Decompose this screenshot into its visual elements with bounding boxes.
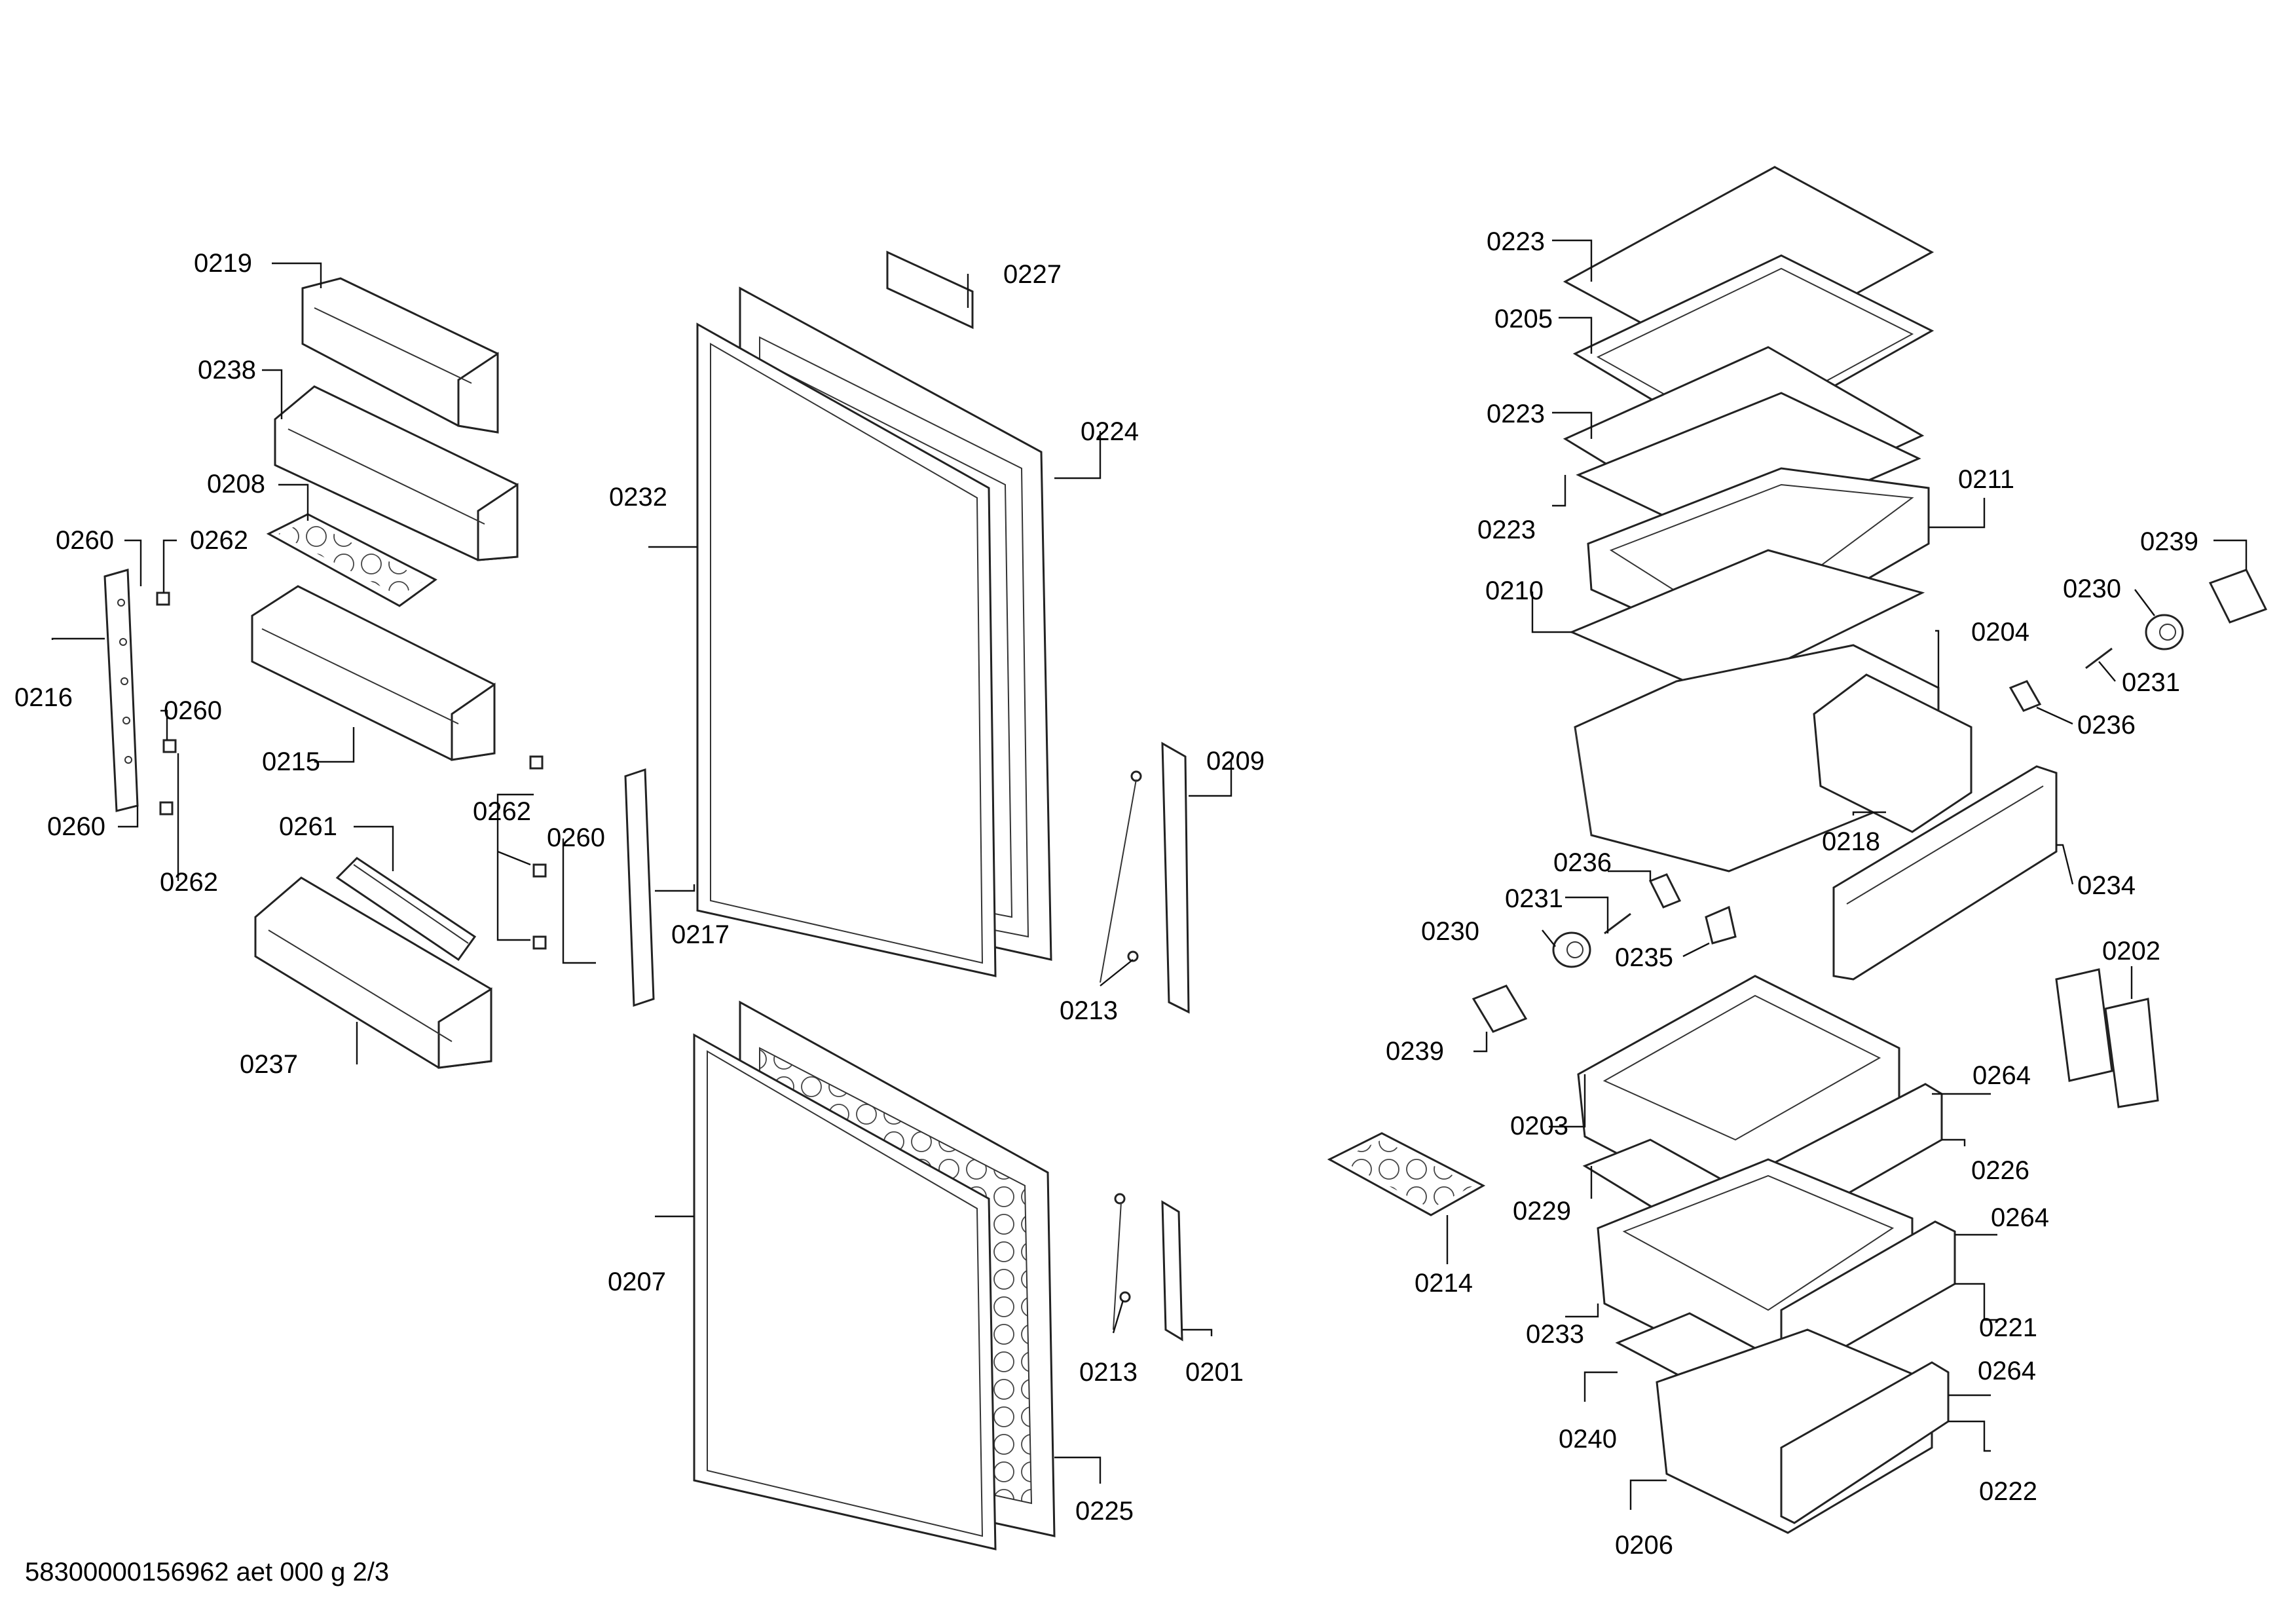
label-0208: 0208: [207, 470, 265, 498]
label-0239b: 0239: [1386, 1037, 1444, 1066]
label-0221: 0221: [1979, 1313, 2037, 1342]
label-0223c: 0223: [1477, 516, 1536, 544]
label-0209: 0209: [1206, 747, 1265, 776]
part-0202-cold-packs: [2055, 968, 2159, 1108]
part-0262-clips-middle: [529, 755, 547, 950]
label-0217: 0217: [671, 920, 730, 949]
label-0260b: 0260: [164, 696, 222, 725]
label-0216: 0216: [14, 683, 73, 712]
label-0231b: 0231: [1505, 884, 1563, 913]
label-0237: 0237: [240, 1050, 298, 1079]
part-0207-door-gasket: [693, 1033, 997, 1550]
label-0264a: 0264: [1972, 1061, 2031, 1090]
part-0231-pin-left: [1604, 912, 1631, 935]
part-0213-screws-upper: [1100, 770, 1142, 983]
label-0224: 0224: [1081, 417, 1139, 446]
part-0227-label: [886, 250, 974, 329]
part-0217-rail: [624, 768, 655, 1007]
label-0218: 0218: [1822, 827, 1880, 856]
label-0260a: 0260: [56, 526, 114, 555]
part-0230-roller-left: [1552, 931, 1591, 968]
part-0239-bracket-right: [2208, 569, 2268, 624]
label-0204: 0204: [1971, 618, 2029, 647]
part-0214-ice-tray: [1327, 1132, 1486, 1216]
label-0223a: 0223: [1487, 227, 1545, 256]
part-0216-rail: [103, 569, 139, 812]
part-0236-clip-left: [1648, 873, 1682, 909]
part-0206-drawer: [1656, 1328, 1933, 1534]
label-0232: 0232: [609, 483, 667, 512]
label-0231a: 0231: [2122, 668, 2180, 697]
label-0227: 0227: [1003, 260, 1062, 289]
label-0201: 0201: [1185, 1358, 1244, 1387]
label-0236a: 0236: [2077, 711, 2136, 740]
part-0218-box: [1813, 673, 1972, 833]
part-0219-bottle-holder: [301, 277, 499, 434]
label-0233: 0233: [1526, 1320, 1584, 1349]
label-0213b: 0213: [1079, 1358, 1138, 1387]
part-0208-egg-tray: [266, 513, 437, 607]
label-0215: 0215: [262, 747, 320, 776]
label-0229: 0229: [1513, 1197, 1571, 1226]
label-0214: 0214: [1415, 1269, 1473, 1298]
part-labels: 0219 0238 0208 0260 0262 0216 0260 0260 …: [14, 227, 2198, 1560]
part-0237-bottle-shelf: [254, 876, 492, 1069]
part-0210-glass: [1569, 549, 1925, 696]
part-0201-hinge-cover: [1161, 1200, 1183, 1342]
part-0213-screws-lower: [1113, 1193, 1131, 1330]
part-0215-door-shelf: [251, 585, 496, 761]
part-0236-clip-right: [2009, 680, 2042, 712]
part-0231-pin-right: [2085, 647, 2113, 669]
label-0219: 0219: [194, 249, 252, 278]
part-0261-bottle-divider: [335, 857, 477, 962]
label-0262a: 0262: [190, 526, 248, 555]
part-0262-clips-left: [156, 591, 177, 816]
label-0238: 0238: [198, 356, 256, 385]
label-0207: 0207: [608, 1267, 666, 1296]
part-0234-front-panel: [1832, 765, 2058, 981]
part-0209-hinge-cover: [1161, 741, 1190, 1014]
label-0264b: 0264: [1991, 1203, 2049, 1232]
document-reference: 58300000156962 aet 000 g 2/3: [25, 1558, 390, 1586]
label-0262b: 0262: [160, 868, 218, 897]
label-0225: 0225: [1075, 1497, 1134, 1526]
label-0260d: 0260: [547, 823, 605, 852]
label-0213a: 0213: [1060, 996, 1118, 1025]
label-0261: 0261: [279, 812, 337, 841]
label-0211: 0211: [1958, 465, 2014, 494]
label-0239a: 0239: [2140, 527, 2198, 556]
part-0238-door-shelf: [274, 385, 519, 561]
label-0226: 0226: [1971, 1156, 2029, 1185]
label-0223b: 0223: [1487, 400, 1545, 428]
label-0262c: 0262: [473, 797, 531, 826]
label-0202: 0202: [2102, 937, 2160, 966]
label-0205: 0205: [1494, 305, 1553, 333]
label-0230b: 0230: [1421, 917, 1479, 946]
label-0236b: 0236: [1553, 848, 1612, 877]
label-0203: 0203: [1510, 1112, 1568, 1140]
leader-lines: [51, 239, 2248, 1510]
label-0264c: 0264: [1978, 1357, 2036, 1385]
part-0232-door-gasket: [696, 322, 997, 977]
part-0239-bracket-left: [1472, 985, 1528, 1033]
part-0235-clip: [1705, 905, 1737, 945]
label-0222: 0222: [1979, 1477, 2037, 1506]
label-0234: 0234: [2077, 871, 2136, 900]
label-0260c: 0260: [47, 812, 105, 841]
label-0235: 0235: [1615, 943, 1673, 972]
label-0210: 0210: [1485, 576, 1544, 605]
label-0230a: 0230: [2063, 574, 2121, 603]
label-0240: 0240: [1559, 1425, 1617, 1454]
label-0206: 0206: [1615, 1531, 1673, 1560]
part-0230-roller-right: [2145, 614, 2184, 650]
